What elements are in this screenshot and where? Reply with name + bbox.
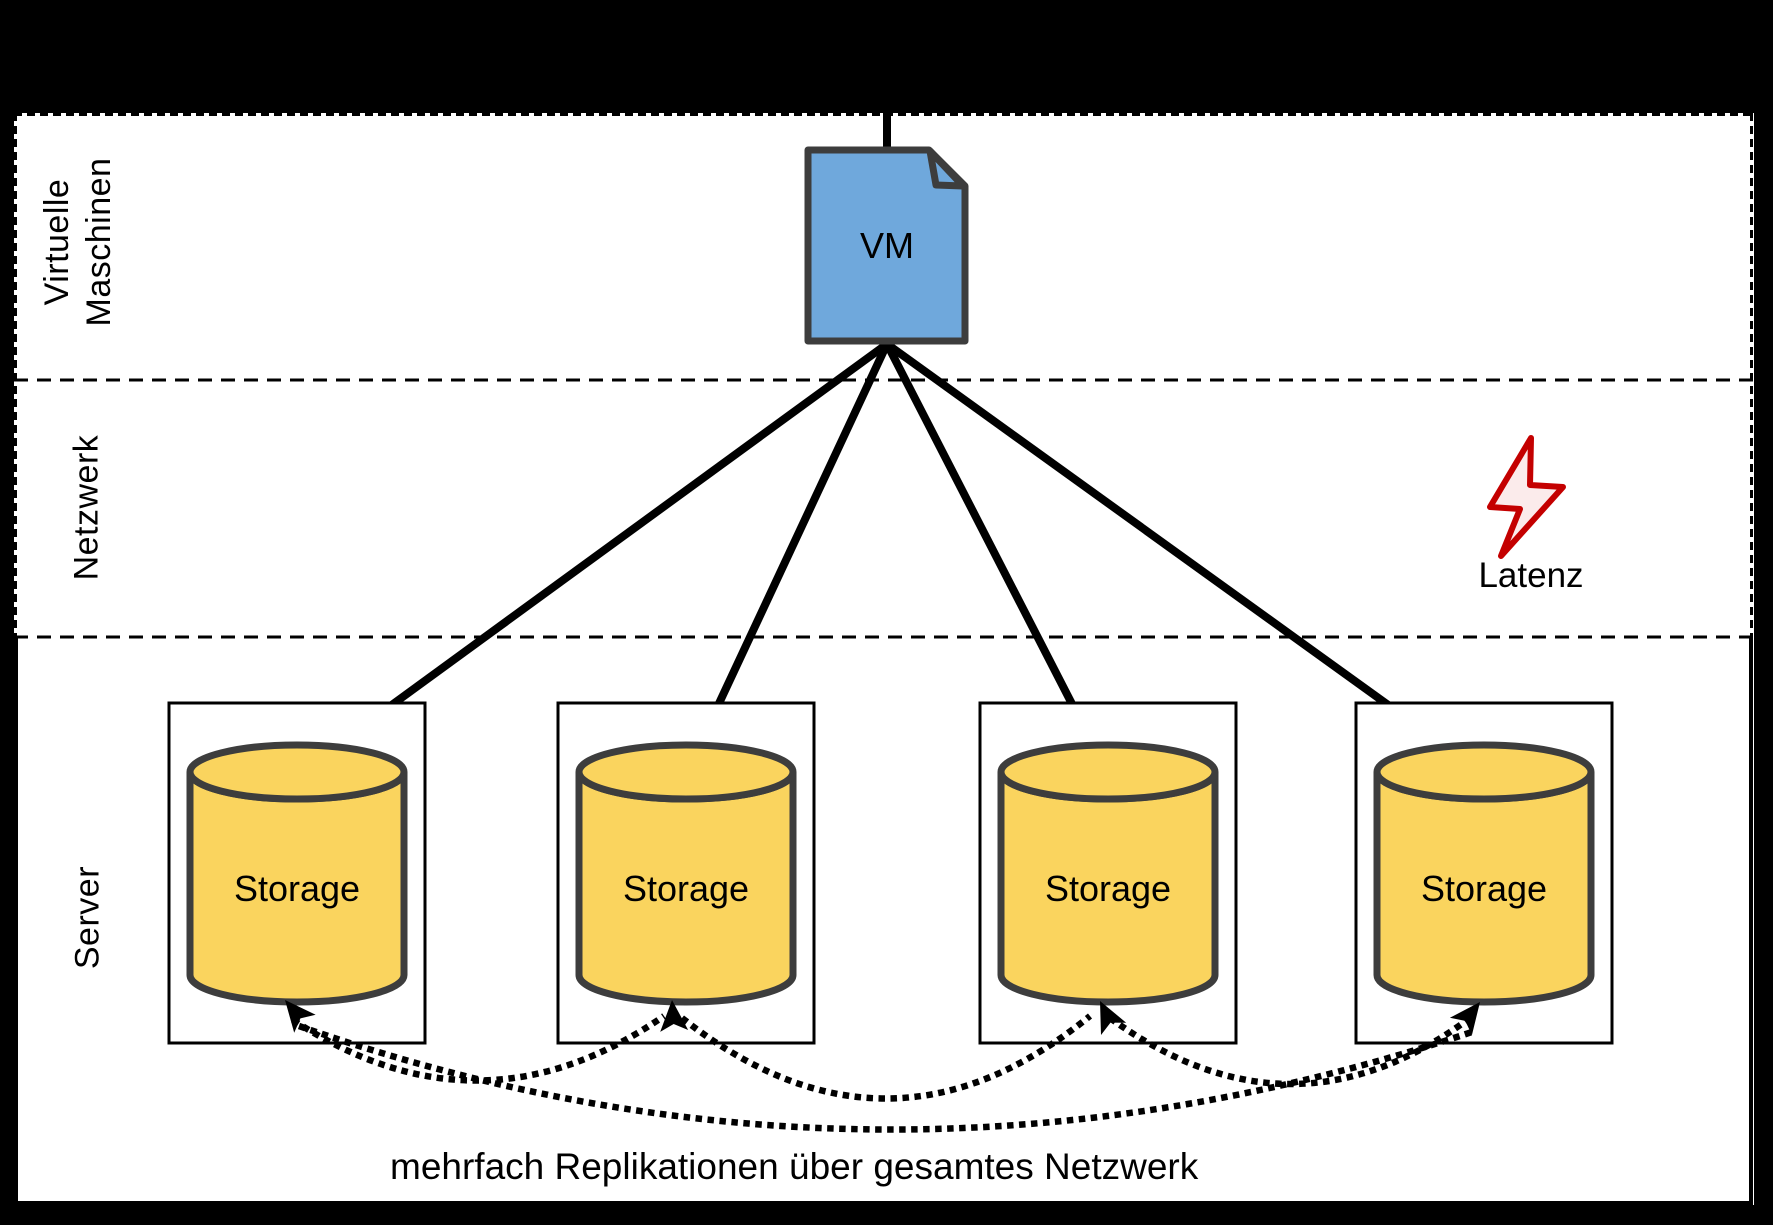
- replication-arcs: [291, 1013, 1474, 1133]
- replication-arc-1-4-long: [297, 1022, 1474, 1133]
- storage-label-3: Storage: [1044, 868, 1172, 909]
- panel-dashed-border: [14, 113, 1753, 639]
- storage-label-4: Storage: [1420, 868, 1548, 909]
- storage-label-1: Storage: [233, 868, 361, 909]
- vm-document-shape: [804, 146, 969, 345]
- storage-cylinder-3-top: [997, 741, 1219, 803]
- band-label-virtuelle-maschinen: Virtuelle Maschinen: [36, 92, 120, 392]
- vm-document-fold: [926, 147, 967, 190]
- vm-document-body: [804, 146, 969, 345]
- arrowhead-into-storage-1: [285, 1000, 316, 1033]
- arrowhead-into-storage-2: [660, 1000, 689, 1032]
- replication-arc-3-4: [1108, 1015, 1472, 1088]
- replication-arrowheads: [285, 1000, 1480, 1036]
- band-label-server: Server: [68, 865, 107, 970]
- storage-cylinder-4-top: [1373, 741, 1595, 803]
- server-band-border: [14, 637, 1753, 1205]
- arrowhead-into-storage-3: [1100, 1001, 1127, 1035]
- storage-cylinder-1-top: [186, 741, 408, 803]
- band-label-line-2: Maschinen: [80, 157, 118, 327]
- storage-label-2: Storage: [622, 868, 750, 909]
- arrowhead-into-storage-4: [1449, 1002, 1480, 1036]
- diagram-caption: mehrfach Replikationen über gesamtes Net…: [390, 1146, 1199, 1187]
- band-label-line-1: Virtuelle: [38, 178, 76, 306]
- replication-arc-1-2: [291, 1013, 666, 1084]
- vm-node-label: VM: [860, 225, 914, 266]
- band-label-netzwerk: Netzwerk: [67, 434, 106, 581]
- latency-label: Latenz: [1478, 556, 1584, 595]
- storage-cylinder-2-top: [575, 741, 797, 803]
- storage-cylinders: [186, 741, 1595, 1006]
- latency-bolt-icon: [1487, 435, 1566, 559]
